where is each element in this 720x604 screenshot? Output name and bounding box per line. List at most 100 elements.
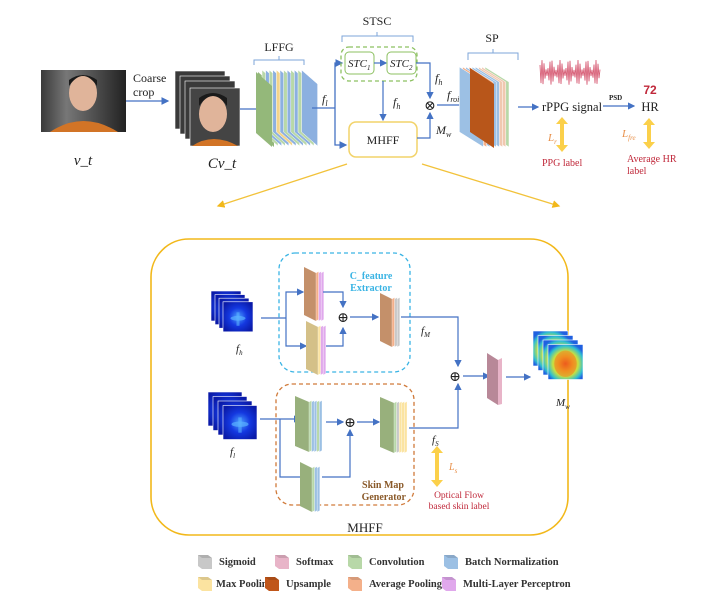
loss-fre-arrow	[643, 118, 655, 149]
loss-s-arrow	[431, 446, 443, 487]
optical-flow-label-2: based skin label	[429, 502, 490, 512]
sp-bracket	[467, 49, 519, 60]
branch-maxpool	[285, 318, 308, 350]
legend-cube-icon	[275, 555, 289, 569]
stc1-label: STC1	[348, 58, 370, 72]
conv-bn-block-bottom	[300, 462, 320, 513]
rppg-waveform	[539, 59, 601, 85]
branch-avgpool	[285, 288, 305, 318]
legend-cube-icon	[198, 577, 212, 591]
legend-label: Average Pooling	[369, 579, 443, 590]
f-l-label-detail: fl	[230, 446, 235, 460]
stsc-label: STSC	[363, 14, 392, 28]
hr-value: 72	[643, 83, 657, 97]
input-video-frame	[41, 70, 126, 132]
skin-output-block	[380, 397, 408, 454]
mhff-detail-box	[150, 238, 569, 536]
rppg-label: rPPG signal	[542, 100, 603, 114]
f-S-label: fS	[432, 434, 439, 448]
f-S-line	[409, 382, 462, 429]
f-h-mid-label: fh	[393, 95, 400, 111]
m-w-to-multiply	[417, 111, 434, 139]
legend-cube-icon	[444, 555, 458, 569]
legend-item: Batch Normalization	[444, 555, 559, 569]
loss-s-label: Ls	[448, 462, 458, 475]
skin-map-generator-box	[275, 383, 415, 506]
hr-label: HR	[641, 100, 659, 114]
legend-label: Upsample	[286, 579, 331, 590]
heatmap-feature	[554, 350, 577, 378]
mhff-block	[348, 121, 418, 158]
conv-bottom-to-add	[322, 428, 354, 478]
legend-label: Max Pooling	[216, 579, 274, 590]
lffg-front-layer	[256, 72, 272, 147]
skin-map-label-2: Generator	[362, 492, 407, 503]
legend: Sigmoid Softmax Convolution Batch Normaliza…	[198, 555, 571, 591]
legend-label: Batch Normalization	[465, 557, 559, 568]
stsc-bracket	[341, 32, 414, 42]
legend-cube-top	[348, 577, 362, 580]
lffg-label: LFFG	[264, 40, 294, 54]
psd-label: PSD	[609, 94, 622, 102]
skin-map-label: Skin Map	[362, 480, 404, 491]
lffg-layer	[301, 69, 318, 147]
softmax-block	[487, 353, 502, 405]
legend-cube-icon	[442, 577, 456, 591]
legend-item: Max Pooling	[198, 577, 274, 591]
m-w-detail-label: Mw	[555, 397, 570, 411]
loss-r-arrow	[556, 117, 568, 152]
f-roi-label: froi	[447, 88, 459, 104]
stc2-label: STC2	[390, 58, 413, 72]
fusion-add-symbol: ⊕	[449, 370, 461, 385]
legend-label: Softmax	[296, 557, 334, 568]
f-h-to-multiply	[416, 62, 434, 100]
branch-conv-bottom	[279, 419, 308, 481]
lffg-feature-stack	[256, 69, 318, 147]
skin-map-blocks	[295, 396, 408, 513]
conv-bn-block-top	[295, 396, 323, 453]
sp-label: SP	[485, 31, 499, 45]
mlp-sigmoid-block	[380, 293, 400, 348]
f-l-to-mhff	[334, 108, 348, 149]
heatmap-feature	[236, 312, 240, 326]
loss-r-label: Lr	[547, 132, 557, 146]
legend-item: Sigmoid	[198, 555, 256, 569]
legend-cube-top	[442, 577, 456, 580]
heatmap-feature	[238, 417, 242, 433]
sp-upsample-layer	[470, 68, 494, 148]
legend-cube-top	[198, 577, 212, 580]
legend-label: Multi-Layer Perceptron	[463, 579, 571, 590]
legend-cube-top	[444, 555, 458, 558]
max-pooling-block	[306, 321, 326, 376]
legend-item: Multi-Layer Perceptron	[442, 577, 571, 591]
legend-cube-top	[348, 555, 362, 558]
f-M-label: fM	[421, 325, 431, 339]
multiply-symbol: ⊗	[424, 99, 436, 114]
stsc-box	[340, 46, 418, 82]
f-h-heatmap-stack	[210, 290, 254, 333]
legend-cube-icon	[348, 577, 362, 591]
avgpool-to-add	[323, 291, 347, 309]
optical-flow-label: Optical Flow	[434, 491, 484, 501]
c-feature-blocks	[304, 267, 400, 376]
legend-item: Average Pooling	[348, 577, 443, 591]
legend-cube-icon	[348, 555, 362, 569]
mhff-label: MHFF	[367, 133, 400, 147]
legend-label: Convolution	[369, 557, 425, 568]
sp-feature-stack	[459, 66, 510, 148]
legend-item: Softmax	[275, 555, 334, 569]
mhff-detail-title: MHFF	[347, 520, 382, 535]
skin-map-add-symbol: ⊕	[344, 416, 356, 431]
c-feature-extractor-box	[278, 252, 411, 373]
legend-cube-top	[275, 555, 289, 558]
legend-item: Upsample	[265, 577, 331, 591]
f-h-top-label: fh	[435, 71, 442, 87]
c-feature-label: C_feature	[350, 271, 393, 282]
m-w-label: Mw	[435, 123, 452, 139]
zoom-line-right	[421, 163, 561, 208]
input-label: v_t	[74, 153, 93, 169]
c-feature-add-symbol: ⊕	[337, 311, 349, 326]
loss-fre-label: Lfre	[621, 128, 636, 142]
legend-label: Sigmoid	[219, 557, 256, 568]
